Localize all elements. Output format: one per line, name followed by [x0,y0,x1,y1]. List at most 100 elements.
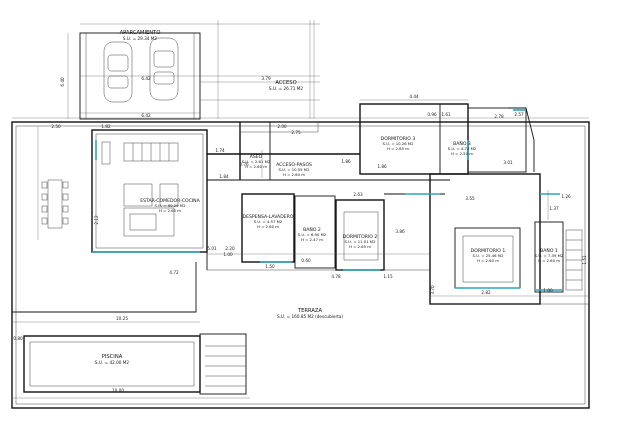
room-name: ACCESO-PASOS [276,162,312,168]
dimension-label: 10.00 [112,388,124,393]
dimension-label: 0.96 [427,112,437,117]
room-label-lavadero: DESPENSA-LAVADERO S.U. = 4.57 M2 H = 2.6… [243,214,294,229]
room-name: ACCESO [275,80,296,86]
dimension-label: 10.25 [116,316,128,321]
room-label-dormitorio-1: DORMITORIO 1 S.U. = 25.46 M2 H = 2.60 m [471,248,506,263]
dimension-label: 5.01 [207,246,217,251]
room-label-piscina: PISCINA S.U. = 42.00 M2 [95,354,129,365]
dimension-label: 2.20 [225,246,235,251]
dimension-label: 1.00 [223,252,233,257]
dimension-label: 1.86 [377,164,387,169]
room-name: BAÑO 1 [540,247,558,254]
dimension-labels: 6.40 6.42 6.42 3.79 4.44 2.50 1.82 2.00 … [13,76,587,393]
glazing [92,109,562,291]
room-area: S.U. = 50.29 M2 [155,203,187,208]
dimension-label: 2.82 [481,290,491,295]
room-area: S.U. = 7.39 M2 [535,253,564,258]
dimension-label: 2.00 [277,124,287,129]
room-name: DESPENSA-LAVADERO [243,214,294,220]
room-label-dormitorio-2: DORMITORIO 2 S.U. = 11.01 M2 H = 2.65 m [343,234,378,249]
dimension-label: 1.74 [215,148,225,153]
dimension-label: 2.63 [353,192,363,197]
dimension-label: 2.12 [94,215,99,225]
room-area: S.U. = 4.57 M2 [254,219,283,224]
room-area: S.U. = 25.46 M2 [473,253,505,258]
living-furniture [101,141,179,237]
car-icon [149,37,179,101]
dimension-label: 2.78 [494,114,504,119]
dimension-label: 1.15 [383,274,393,279]
room-area: S.U. = 42.00 M2 [95,360,129,365]
room-label-terraza: TERRAZA S.U. = 160.85 M2 (descubierta) [277,308,343,319]
dimension-label: 3.79 [261,76,271,81]
room-label-acceso: ACCESO S.U. = 26.71 M2 [269,80,303,91]
pool [23,333,247,395]
room-name: BAÑO 2 [303,226,321,233]
dimension-label: 6.42 [141,113,151,118]
room-name: DORMITORIO 1 [471,248,506,254]
room-name: TERRAZA [297,308,323,314]
dimension-label: 0.60 [301,258,311,263]
room-height: H = 2.60 m [245,164,267,169]
dimension-label: 4.72 [169,270,179,275]
dimension-label: 1.37 [549,206,559,211]
room-label-dormitorio-3: DORMITORIO 3 S.U. = 10.26 M2 H = 2.65 m [381,136,416,151]
room-area: S.U. = 160.85 M2 (descubierta) [277,314,343,319]
room-label-acceso-pasos: ACCESO-PASOS S.U. = 10.55 M2 H = 2.60 m [276,162,312,177]
room-label-estar: ESTAR-COMEDOR-COCINA S.U. = 50.29 M2 H =… [140,198,200,213]
room-area: S.U. = 10.26 M2 [383,141,415,146]
room-height: H = 2.65 m [387,146,409,151]
room-height: H = 2.60 m [283,172,305,177]
dimension-label: 0.80 [13,336,23,341]
house-walls [12,103,589,313]
room-label-aseo: ASEO S.U. = 2.61 M2 H = 2.60 m [242,154,271,169]
dining-table-icon [41,179,69,229]
dimension-label: 1.86 [341,159,351,164]
dimension-label: 4.44 [409,94,419,99]
dimension-label: 1.82 [101,124,111,129]
dimension-label: 1.00 [543,288,553,293]
dimension-label: 3.70 [430,285,435,295]
dimension-label: 1.51 [582,255,587,265]
dimension-label: 3.86 [395,229,405,234]
room-height: H = 2.65 m [349,244,371,249]
dimension-label: 0.76 [239,162,249,167]
dimension-label: 1.84 [219,174,229,179]
room-label-bano-2: BAÑO 2 S.U. = 6.90 M2 H = 2.47 m [298,226,327,242]
room-area: S.U. = 26.71 M2 [269,86,303,91]
dimension-label: 3.01 [503,160,513,165]
room-area: S.U. = 11.01 M2 [345,239,377,244]
dimension-label: 2.75 [291,130,301,135]
dimension-label: 3.55 [465,196,475,201]
room-label-bano-1: BAÑO 1 S.U. = 7.39 M2 H = 2.60 m [535,247,564,263]
room-name: APARCAMIENTO [120,30,161,36]
dimension-label: 6.40 [60,77,65,87]
room-height: H = 2.60 m [538,258,560,263]
dimension-label: 6.42 [141,76,151,81]
room-name: DORMITORIO 2 [343,234,378,240]
car-icon [103,41,133,103]
dimension-label: 1.61 [441,112,451,117]
room-label-aparcamiento: APARCAMIENTO S.U. = 29.34 M2 [120,30,161,41]
dimension-label: 2.50 [51,124,61,129]
room-area: S.U. = 6.90 M2 [298,232,327,237]
dimension-lines [12,33,589,399]
room-area: S.U. = 4.74 M2 [448,146,477,151]
room-height: H = 2.50 m [451,151,473,156]
room-name: ASEO [250,154,263,160]
room-height: H = 2.60 m [159,208,181,213]
dimension-label: 1.26 [561,194,571,199]
room-area: S.U. = 29.34 M2 [123,36,157,41]
room-name: BAÑO 3 [453,140,471,147]
room-area: S.U. = 10.55 M2 [279,167,311,172]
room-label-bano-3: BAÑO 3 S.U. = 4.74 M2 H = 2.50 m [448,140,477,156]
dimension-label: 4.78 [331,274,341,279]
dimension-label: 1.50 [265,264,275,269]
dimension-label: 2.57 [514,112,524,117]
room-height: H = 2.60 m [257,224,279,229]
room-area: S.U. = 2.61 M2 [242,159,271,164]
room-name: ESTAR-COMEDOR-COCINA [140,198,200,204]
room-name: PISCINA [102,354,123,360]
room-name: DORMITORIO 3 [381,136,416,142]
